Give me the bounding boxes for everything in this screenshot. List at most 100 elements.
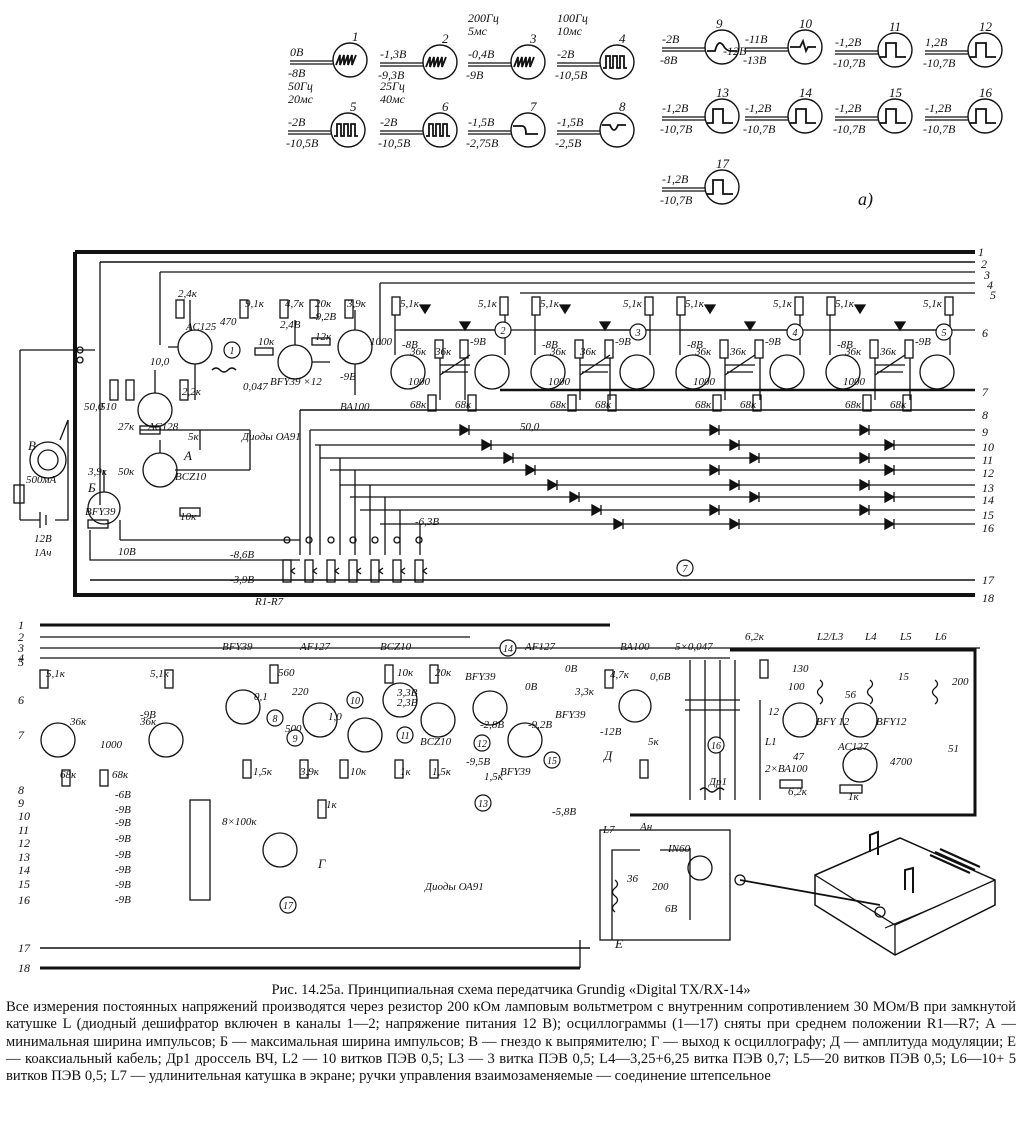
potentiometer-r6[interactable] [392,536,406,583]
diode [569,490,581,504]
bus-number-lower-14: 14 [18,863,30,877]
svg-text:ВА100: ВА100 [620,641,650,653]
svg-text:1к: 1к [326,799,338,811]
diode [503,451,515,465]
caption-measurements: Все измерения постоянных напряжений прои… [6,999,1016,1033]
bus-number-lower-13: 13 [18,850,30,864]
diode [859,478,871,492]
waveform-bottom-voltage: -10,7В [923,56,956,70]
svg-text:8×100к: 8×100к [222,816,257,828]
svg-text:2,2к: 2,2к [182,386,202,398]
svg-text:L2/L3: L2/L3 [816,631,844,643]
svg-text:15: 15 [898,671,910,683]
svg-text:10,0: 10,0 [150,356,170,368]
potentiometer-r5[interactable] [370,536,384,583]
svg-text:56: 56 [845,689,857,701]
waveform-number: 10 [799,16,813,31]
waveform-number: 1 [352,29,359,44]
svg-text:Др1: Др1 [708,776,727,788]
svg-text:0,047: 0,047 [243,381,268,393]
bus-number-lower-9: 9 [18,796,24,810]
bus-number-lower-15: 15 [18,877,30,891]
svg-text:6,2к: 6,2к [745,631,765,643]
waveform-top-voltage: -1,2В [745,101,772,115]
svg-text:Е: Е [614,936,623,951]
waveform-number: 8 [619,99,626,114]
bus-number-17: 17 [982,573,995,587]
potentiometer-r3[interactable] [326,536,340,583]
bus-number-1: 1 [978,245,984,259]
svg-text:-9В: -9В [115,849,131,861]
svg-text:L5: L5 [899,631,912,643]
potentiometer-r2[interactable] [304,536,318,583]
diode [613,517,625,531]
svg-text:20к: 20к [315,298,332,310]
svg-text:АС128: АС128 [147,421,179,433]
svg-text:36к: 36к [69,716,87,728]
potentiometer-r4[interactable] [348,536,362,583]
waveform-freq: 50Гц [288,79,313,93]
diode [859,451,871,465]
diode [525,463,537,477]
mv-label: 68к [595,399,612,411]
diode [591,503,603,517]
waveform-number: 6 [442,99,449,114]
svg-text:BFY39: BFY39 [500,766,531,778]
mv-label: 5,1к [478,298,498,310]
mv-label: 36к [409,346,427,358]
potentiometer-r1[interactable] [282,536,296,583]
svg-text:В: В [28,438,36,453]
waveform-top-voltage: -2В [662,32,680,46]
caption-title: Рис. 14.25а. Принципиальная схема переда… [271,982,751,998]
svg-text:BFY39: BFY39 [465,671,496,683]
svg-text:-8,6В: -8,6В [230,549,254,561]
waveform-bottom-voltage: -8В [660,53,678,67]
bus-number-7: 7 [982,385,989,399]
diode [729,517,741,531]
mv-label: 68к [455,399,472,411]
diode [481,438,493,452]
svg-text:12В: 12В [34,533,52,545]
svg-text:AF127: AF127 [299,641,330,653]
svg-text:1: 1 [230,346,235,357]
svg-text:0В: 0В [525,681,538,693]
mv-label: 36к [844,346,862,358]
marker-3: 3 [629,323,647,341]
svg-text:-9В: -9В [115,894,131,906]
bus-number-18: 18 [982,591,994,605]
svg-text:-9,5В: -9,5В [466,756,490,768]
svg-text:АС125: АС125 [185,321,217,333]
svg-text:100: 100 [788,681,805,693]
svg-text:50,0: 50,0 [84,401,104,413]
svg-text:10В: 10В [118,546,136,558]
svg-text:14: 14 [503,644,513,655]
waveform-top-voltage: -1,2В [835,101,862,115]
svg-text:Ан: Ан [639,821,653,833]
svg-text:ВА100: ВА100 [340,401,370,413]
waveform-top-voltage: -1,2В [662,172,689,186]
mv-label: 5,1к [773,298,793,310]
diode [729,478,741,492]
waveform-top-voltage: -0,4В [468,47,495,61]
waveform-bottom-voltage: -10,7В [833,56,866,70]
waveform-top-voltage: 0В [290,45,304,59]
waveform-bottom-voltage: -10,7В [923,122,956,136]
waveform-top-voltage: -2В [288,115,306,129]
waveform-bottom-voltage: -9,3В [378,68,405,82]
potentiometer-r7[interactable] [414,536,428,583]
svg-text:3,3к: 3,3к [574,686,595,698]
waveform-1: 10В-8В [288,29,368,80]
svg-text:10к: 10к [180,511,197,523]
waveform-freq: 20мс [288,92,314,106]
lower-schematic [39,623,996,970]
svg-text:А: А [183,448,192,463]
marker-2: 2 [494,321,512,339]
mv-label: 68к [695,399,712,411]
